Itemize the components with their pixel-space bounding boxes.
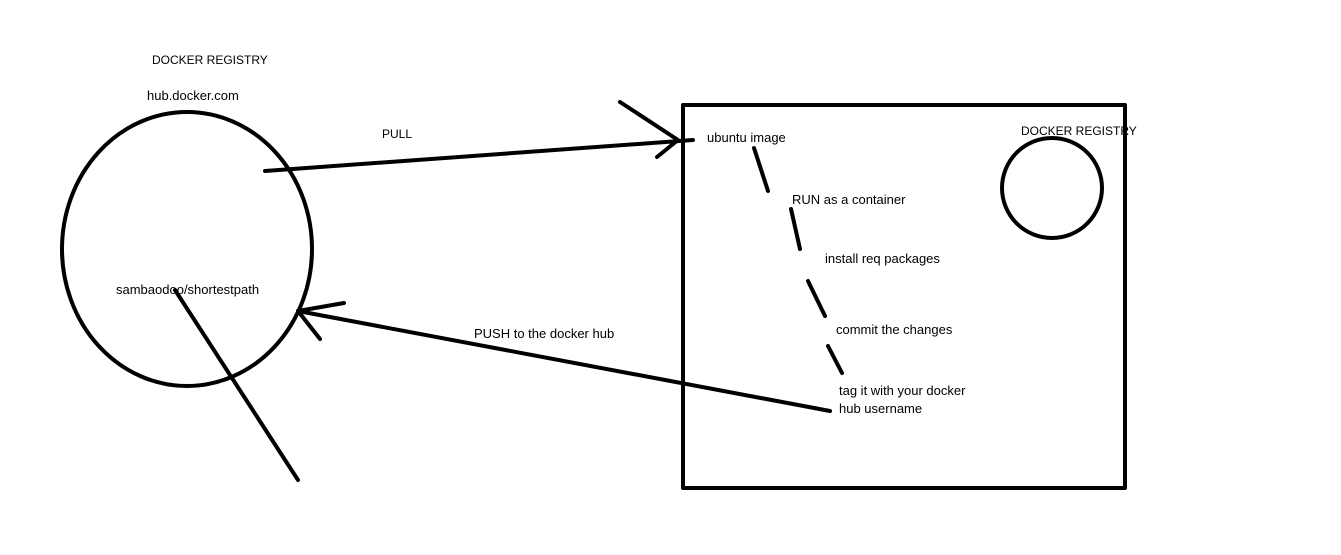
push-arrow-shaft — [296, 309, 832, 413]
repo-pointer-line — [173, 288, 300, 482]
flow-segment-1 — [752, 146, 770, 193]
pull-label: PULL — [382, 127, 413, 141]
flow-segment-2 — [789, 207, 802, 251]
push-arrowhead — [296, 301, 346, 341]
pull-arrow-shaft — [263, 138, 695, 173]
step-ubuntu-image: ubuntu image — [707, 130, 786, 145]
step-tag-image: tag it with your docker hub username — [839, 383, 966, 416]
pull-arrowhead — [618, 100, 680, 159]
registry-host: hub.docker.com — [147, 88, 239, 103]
local-registry-label: DOCKER REGISTRY — [1021, 124, 1137, 138]
flow-segment-3 — [806, 279, 827, 318]
step-run-container: RUN as a container — [792, 192, 906, 207]
step-install-packages: install req packages — [825, 251, 940, 266]
host-box — [681, 103, 1127, 490]
push-label: PUSH to the docker hub — [474, 326, 615, 341]
local-registry-circle — [1000, 136, 1104, 240]
flow-segment-4 — [826, 344, 844, 375]
registry-title: DOCKER REGISTRY — [152, 53, 268, 67]
registry-repo: sambaodoo/shortestpath — [116, 282, 260, 297]
registry-circle — [60, 110, 314, 388]
step-commit-changes: commit the changes — [836, 322, 953, 337]
